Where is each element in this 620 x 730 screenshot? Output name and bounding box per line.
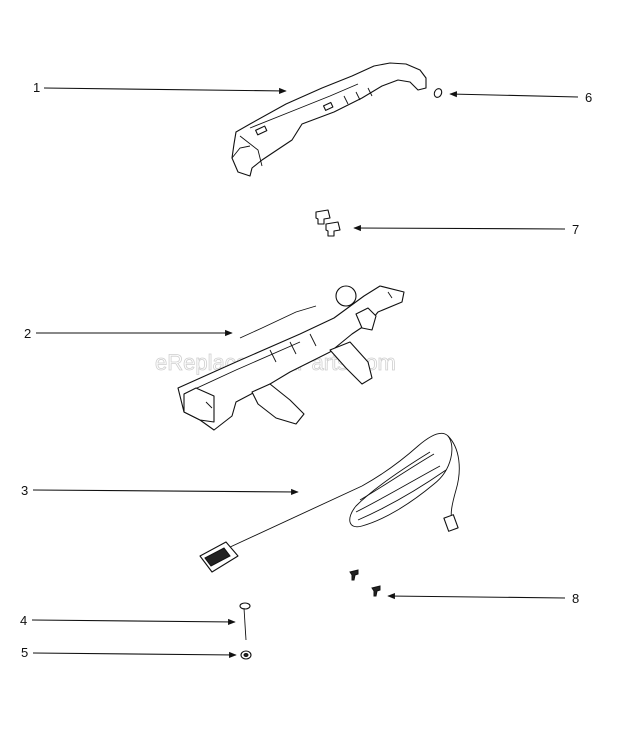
callout-number-2: 2 (24, 326, 31, 341)
part-6-ring (433, 88, 443, 98)
callout-1: 1 (33, 80, 287, 95)
part-1-handle (231, 62, 427, 177)
part-8-screws (349, 569, 381, 597)
part-7-clips (315, 209, 341, 237)
callout-number-7: 7 (572, 222, 579, 237)
callout-6: 6 (449, 90, 592, 105)
callout-4: 4 (20, 613, 236, 628)
callout-7: 7 (353, 222, 579, 237)
part-3-cord (199, 432, 460, 573)
callout-number-8: 8 (572, 591, 579, 606)
callout-number-6: 6 (585, 90, 592, 105)
part-2-body (177, 285, 405, 431)
callout-number-5: 5 (21, 645, 28, 660)
callout-2: 2 (24, 326, 233, 341)
part-4-bolt (239, 602, 251, 641)
callout-5: 5 (21, 645, 237, 660)
callout-number-3: 3 (21, 483, 28, 498)
callout-number-4: 4 (20, 613, 27, 628)
callout-number-1: 1 (33, 80, 40, 95)
part-5-nut (240, 650, 252, 660)
callout-8: 8 (387, 591, 579, 606)
callout-3: 3 (21, 483, 299, 498)
